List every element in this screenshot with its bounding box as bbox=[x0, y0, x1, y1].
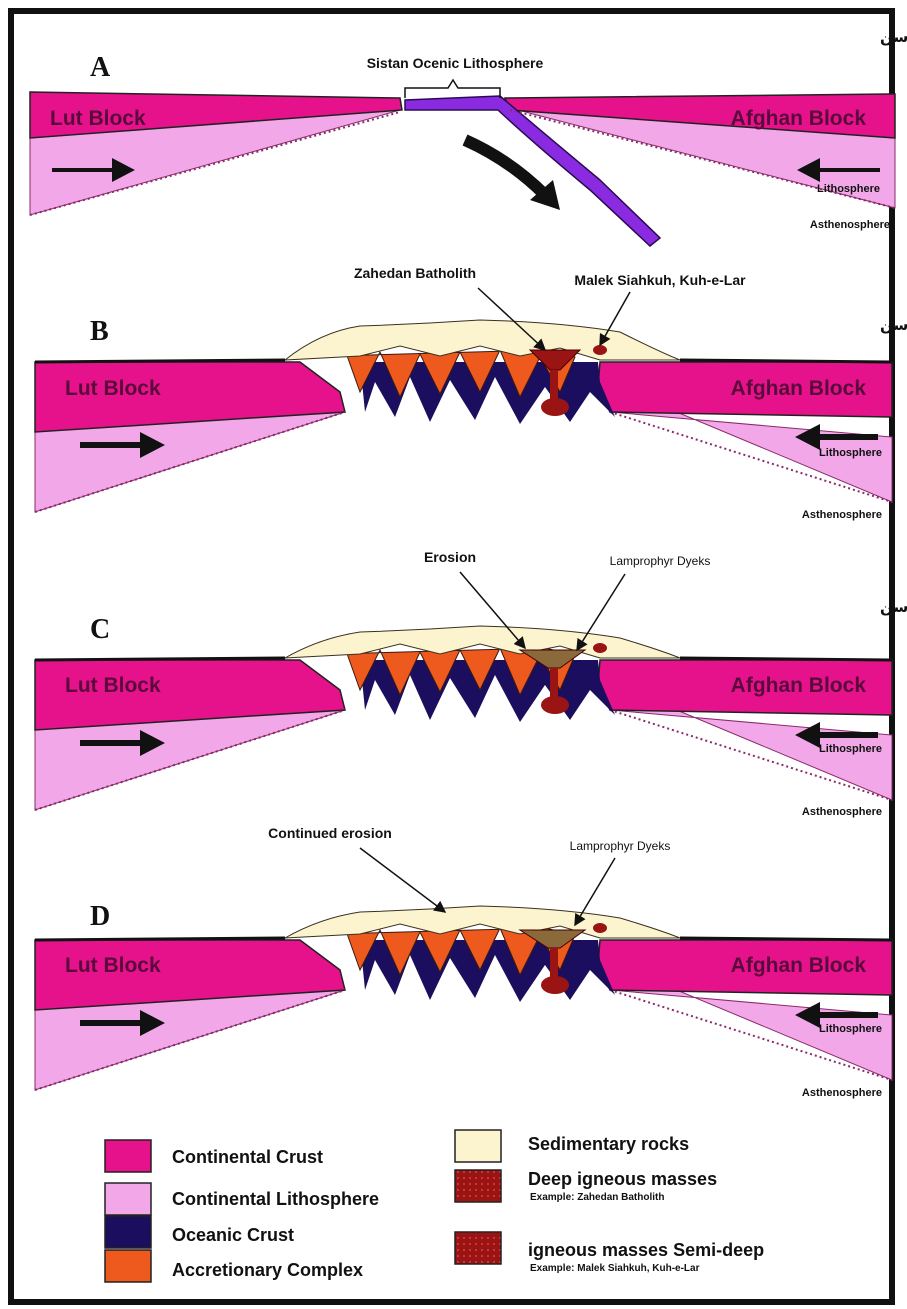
panel-c-afghan-label: Afghan Block bbox=[731, 674, 867, 697]
legend-swatch-semi-deep-igneous bbox=[455, 1232, 501, 1264]
legend-oceanic-crust: Oceanic Crust bbox=[172, 1225, 294, 1245]
lamprophyr-label-d: Lamprophyr Dyeks bbox=[570, 839, 671, 853]
legend-swatch-continental-crust bbox=[105, 1140, 151, 1172]
sistan-label: Sistan Ocenic Lithosphere bbox=[367, 55, 544, 71]
panel-d-lut-label: Lut Block bbox=[65, 954, 161, 977]
semi-deep-igneous-mass bbox=[593, 923, 607, 933]
legend: Continental Crust Continental Lithospher… bbox=[105, 1130, 764, 1282]
panel-d bbox=[35, 906, 892, 1090]
panel-a-asthenosphere-label: Asthenosphere bbox=[810, 219, 890, 231]
erosion-label: Erosion bbox=[424, 549, 476, 565]
continued-erosion-label: Continued erosion bbox=[268, 825, 392, 841]
legend-continental-lithosphere: Continental Lithosphere bbox=[172, 1189, 379, 1209]
legend-semi-deep-igneous: igneous masses Semi-deep bbox=[528, 1240, 764, 1260]
legend-swatch-accretionary-complex bbox=[105, 1250, 151, 1282]
subduction-arrow-icon bbox=[465, 140, 545, 195]
legend-deep-igneous: Deep igneous masses bbox=[528, 1169, 717, 1189]
panel-b-letter: B bbox=[90, 316, 109, 347]
deep-igneous-mass bbox=[541, 976, 569, 994]
panel-a-lithosphere-label: Lithosphere bbox=[817, 183, 880, 195]
legend-semi-deep-example: Example: Malek Siahkuh, Kuh-e-Lar bbox=[530, 1263, 700, 1274]
malek-label: Malek Siahkuh, Kuh-e-Lar bbox=[574, 272, 746, 288]
panel-b-lut-label: Lut Block bbox=[65, 377, 161, 400]
deep-igneous-mass bbox=[541, 696, 569, 714]
lamprophyr-label-c: Lamprophyr Dyeks bbox=[610, 554, 711, 568]
legend-swatch-deep-igneous bbox=[455, 1170, 501, 1202]
legend-accretionary-complex: Accretionary Complex bbox=[172, 1260, 363, 1280]
panel-d-asthenosphere-label: Asthenosphere bbox=[802, 1087, 882, 1099]
legend-swatch-sedimentary bbox=[455, 1130, 501, 1162]
dyke bbox=[550, 668, 558, 698]
panel-d-lithosphere-label: Lithosphere bbox=[819, 1023, 882, 1035]
dyke bbox=[550, 370, 558, 400]
zahedan-label: Zahedan Batholith bbox=[354, 265, 476, 281]
panel-d-letter: D bbox=[90, 901, 110, 932]
panel-a-afghan-label: Afghan Block bbox=[731, 107, 867, 130]
panel-a-period: کرتاسه فوقانی تا اوائل ائوسن bbox=[880, 28, 907, 46]
legend-sedimentary: Sedimentary rocks bbox=[528, 1134, 689, 1154]
panel-c bbox=[35, 626, 892, 810]
panel-c-letter: C bbox=[90, 614, 110, 645]
semi-deep-igneous-mass bbox=[593, 643, 607, 653]
panel-b-lithosphere-label: Lithosphere bbox=[819, 447, 882, 459]
deep-igneous-mass bbox=[541, 398, 569, 416]
panel-c-asthenosphere-label: Asthenosphere bbox=[802, 806, 882, 818]
panel-c-lithosphere-label: Lithosphere bbox=[819, 743, 882, 755]
semi-deep-igneous-mass bbox=[593, 345, 607, 355]
panel-c-lut-label: Lut Block bbox=[65, 674, 161, 697]
panel-b bbox=[35, 320, 892, 512]
legend-swatch-continental-lithosphere bbox=[105, 1183, 151, 1215]
panel-a-lut-label: Lut Block bbox=[50, 107, 146, 130]
legend-continental-crust: Continental Crust bbox=[172, 1147, 323, 1167]
panel-a bbox=[30, 80, 895, 246]
panel-c-period: بعد از الیگو- میوسن bbox=[880, 598, 907, 616]
panel-d-afghan-label: Afghan Block bbox=[731, 954, 867, 977]
panel-b-asthenosphere-label: Asthenosphere bbox=[802, 509, 882, 521]
dyke bbox=[550, 948, 558, 978]
panel-b-period: الیگو-میوسن bbox=[880, 316, 907, 334]
panel-a-letter: A bbox=[90, 52, 111, 83]
legend-deep-igneous-example: Example: Zahedan Batholith bbox=[530, 1192, 664, 1203]
legend-swatch-oceanic-crust bbox=[105, 1216, 151, 1248]
panel-b-afghan-label: Afghan Block bbox=[731, 377, 867, 400]
